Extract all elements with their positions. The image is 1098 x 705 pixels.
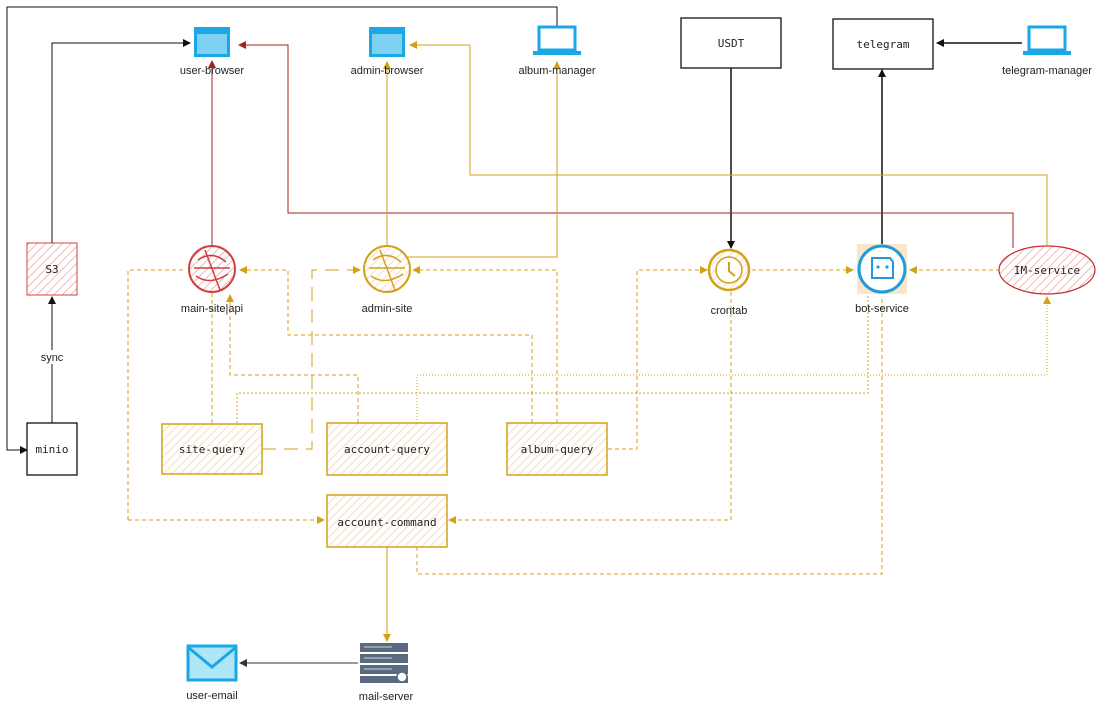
- edge-sitequery-adminsite: [262, 266, 361, 450]
- album-query-node[interactable]: album-query: [506, 422, 608, 476]
- usdt-label: USDT: [718, 37, 745, 50]
- web-app-icon: [188, 245, 236, 293]
- user-email-node[interactable]: user-email: [186, 644, 238, 702]
- minio-label: minio: [35, 443, 68, 456]
- admin-browser-label: admin-browser: [351, 65, 424, 77]
- bot-service-label: bot-service: [855, 303, 909, 315]
- telegram-manager-node[interactable]: telegram-manager: [1002, 25, 1092, 77]
- account-command-label: account-command: [337, 516, 436, 529]
- account-command-node[interactable]: account-command: [326, 494, 448, 548]
- crontab-node[interactable]: crontab: [707, 248, 751, 317]
- edge-accountquery-im: [416, 296, 1051, 423]
- album-query-label: album-query: [521, 443, 594, 456]
- bot-service-node[interactable]: bot-service: [855, 244, 909, 315]
- edges: [6, 6, 1051, 667]
- edge-albumquery-mainsite: [239, 266, 533, 423]
- laptop-icon: [1023, 25, 1071, 55]
- edge-albumquery-crontab: [608, 266, 708, 450]
- mail-server-node[interactable]: mail-server: [359, 643, 414, 703]
- sync-label: sync: [41, 352, 64, 364]
- edge-im-adminbrowser: [409, 41, 1048, 245]
- edge-albumquery-adminsite: [412, 266, 558, 423]
- im-service-node[interactable]: IM-service: [998, 245, 1096, 295]
- edge-sitequery-bot: [236, 296, 869, 423]
- edge-im-userbrowser: [238, 41, 1014, 248]
- telegram-label: telegram: [857, 38, 910, 51]
- edge-adminsite-albummanager: [400, 61, 561, 258]
- admin-site-label: admin-site: [362, 303, 413, 315]
- s3-node[interactable]: S3: [26, 242, 78, 296]
- usdt-node[interactable]: USDT: [680, 17, 782, 69]
- im-service-label: IM-service: [1014, 264, 1080, 277]
- admin-site-node[interactable]: admin-site: [362, 245, 413, 315]
- email-icon: [186, 644, 238, 682]
- web-app-icon: [363, 245, 411, 293]
- telegram-manager-label: telegram-manager: [1002, 65, 1092, 77]
- minio-node[interactable]: minio: [26, 422, 78, 476]
- main-site-api-node[interactable]: main-site|api: [181, 245, 243, 315]
- bot-icon: [857, 244, 907, 294]
- mail-server-label: mail-server: [359, 691, 414, 703]
- edge-s3-user-browser: [51, 39, 191, 243]
- sync-label-group: sync: [36, 350, 68, 364]
- edge-command-mainsite: [127, 269, 185, 520]
- browser-window-icon: [194, 27, 230, 57]
- album-manager-label: album-manager: [518, 65, 595, 77]
- main-site-api-label: main-site|api: [181, 303, 243, 315]
- account-query-node[interactable]: account-query: [326, 422, 448, 476]
- telegram-node[interactable]: telegram: [832, 18, 934, 70]
- clock-icon: [707, 248, 751, 292]
- account-query-label: account-query: [344, 443, 430, 456]
- edge-crontab-command: [448, 292, 732, 524]
- edge-command-bot: [416, 296, 883, 575]
- browser-window-icon: [369, 27, 405, 57]
- album-manager-node[interactable]: album-manager: [518, 25, 596, 77]
- admin-browser-node[interactable]: admin-browser: [351, 27, 424, 77]
- edge-album-manager-minio: [6, 6, 558, 454]
- edge-accountquery-mainsite: [226, 294, 359, 423]
- user-email-label: user-email: [186, 690, 237, 702]
- user-browser-label: user-browser: [180, 65, 245, 77]
- s3-label: S3: [45, 263, 58, 276]
- server-icon: [360, 643, 408, 683]
- laptop-icon: [533, 25, 581, 55]
- user-browser-node[interactable]: user-browser: [180, 27, 245, 77]
- site-query-node[interactable]: site-query: [161, 423, 263, 475]
- site-query-label: site-query: [179, 443, 246, 456]
- crontab-label: crontab: [711, 305, 748, 317]
